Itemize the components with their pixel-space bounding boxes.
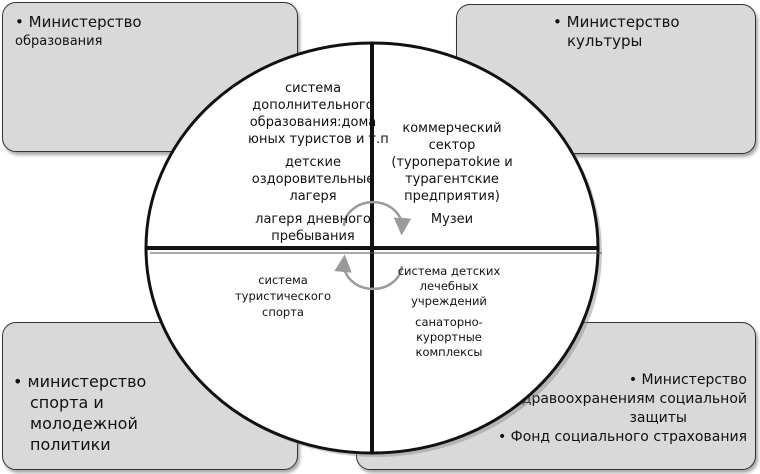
q1-line9: пребывания [271,229,355,244]
q1-line7: лагеря [289,189,337,204]
ministry-education-line1: Министерство [15,13,142,32]
q1-line6: оздоровительные [251,172,375,187]
q4-line2: лечебных [419,279,479,293]
q2-line1: коммерческий [402,121,502,136]
q1-line1: система [284,81,342,96]
ministry-sport-line2: спорта и [30,393,104,412]
q2-line5: предприятия) [404,189,500,204]
quadrant-bottom-right-text: система детских лечебных учреждений сана… [386,264,512,360]
q3-line3: спорта [262,305,304,319]
q4-line5: курортные [416,330,482,344]
quadrant-top-right-text: коммерческий сектор (туроператоkие и тур… [382,120,522,228]
q2-line3: (туроператоkие и [391,155,513,170]
q1-line8: лагеря дневного [255,212,371,227]
q4-line1: система детских [397,264,501,278]
quadrant-top-left-text: система дополнительного образования:дома… [248,80,389,245]
q1-line2: дополнительного [252,98,374,113]
ministry-health-text: Министерство здравоохранениям социальной… [498,371,747,447]
cycle-arrow-bottom [334,254,404,291]
q4-line3: учреждений [411,294,487,308]
ministry-culture-line2: культуры [567,32,643,50]
q3-line2: туристического [234,289,332,303]
ministry-sport-line4: политики [30,435,111,454]
q4-line4: санаторно- [415,315,483,329]
ministry-health-line2: здравоохранениям социальной [514,391,747,407]
ministry-education-line2: образования [15,34,103,49]
ministry-sport-text: министерство спорта и молодежной политик… [13,371,147,455]
q1-line3: образования:дома [249,115,377,130]
ministry-health-line1: Министерство [498,371,747,390]
q1-line4: юных туристов и т.п [248,132,389,147]
q2-line4: турагентские [405,172,499,187]
social-insurance-fund-line: Фонд социального страхования [498,428,747,447]
quadrant-bottom-left-text: система туристического спорта [228,272,338,320]
q3-line1: система [258,273,308,287]
ministry-health-line3: защиты [629,410,687,426]
q2-line6: Музеи [430,212,474,227]
ministry-sport-line3: молодежной [30,414,138,433]
ministry-culture-line1: Министерство [553,13,680,32]
ministry-culture-text: Министерство культуры [553,13,680,51]
q1-line5: детские [284,155,341,170]
cycle-arrow-top [342,200,412,236]
ministry-sport-line1: министерство [13,371,147,392]
q2-line2: сектор [428,138,476,153]
q4-line6: комплексы [415,345,483,359]
ministry-education-text: Министерство образования [15,13,142,51]
